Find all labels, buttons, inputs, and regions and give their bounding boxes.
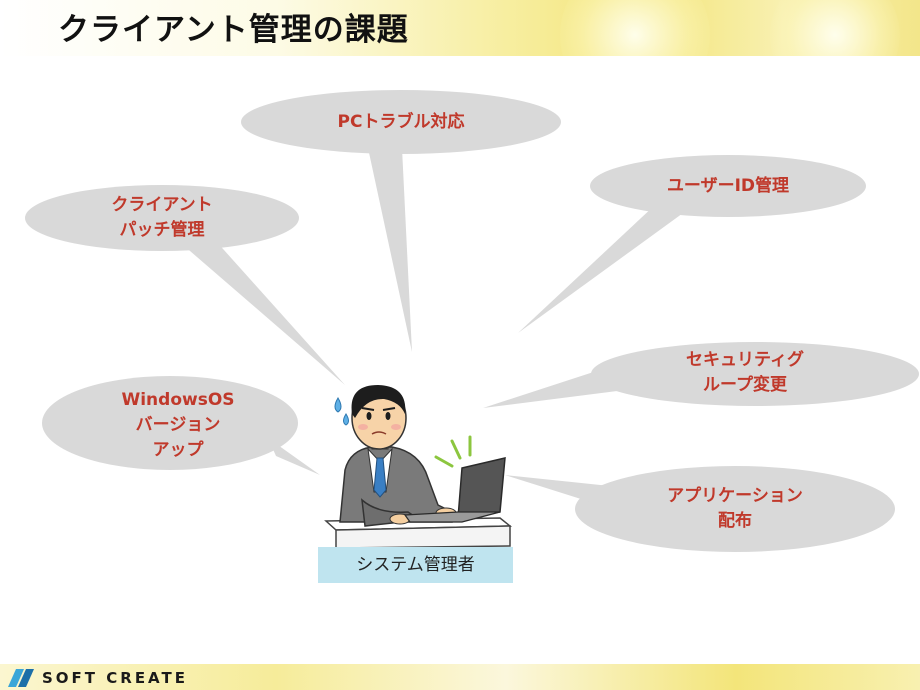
administrator-illustration (324, 385, 513, 549)
speech-bubbles (25, 90, 919, 552)
bubble-text-windows-upgrade: WindowsOS バージョン アップ (121, 390, 235, 460)
logo-mark-icon (8, 669, 34, 687)
bubble-text-security-group: セキュリティグ ループ変更 (686, 350, 804, 395)
bubble-pc-trouble (241, 90, 561, 352)
bubble-client-patch (25, 185, 345, 385)
bubble-user-id (518, 155, 866, 333)
administrator-caption: システム管理者 (318, 547, 513, 583)
bubble-text-client-patch: クライアント パッチ管理 (111, 195, 213, 240)
bubble-security-group (483, 342, 919, 408)
header-glow (560, 0, 710, 56)
logo-text: SOFT CREATE (42, 669, 188, 687)
bubble-text-user-id: ユーザーID管理 (666, 176, 790, 196)
bubble-text-app-distribution: アプリケーション 配布 (667, 486, 803, 531)
footer-band (0, 664, 920, 690)
alert-lines (434, 435, 472, 468)
company-logo: SOFT CREATE (8, 668, 188, 688)
bubble-app-distribution (505, 466, 895, 552)
bubble-windows-upgrade (42, 376, 320, 475)
header-banner (0, 0, 920, 56)
header-glow (770, 0, 900, 56)
slide-title: クライアント管理の課題 (58, 12, 409, 48)
laptop-illustration (403, 457, 506, 523)
bubble-text-pc-trouble: PCトラブル対応 (337, 112, 465, 132)
